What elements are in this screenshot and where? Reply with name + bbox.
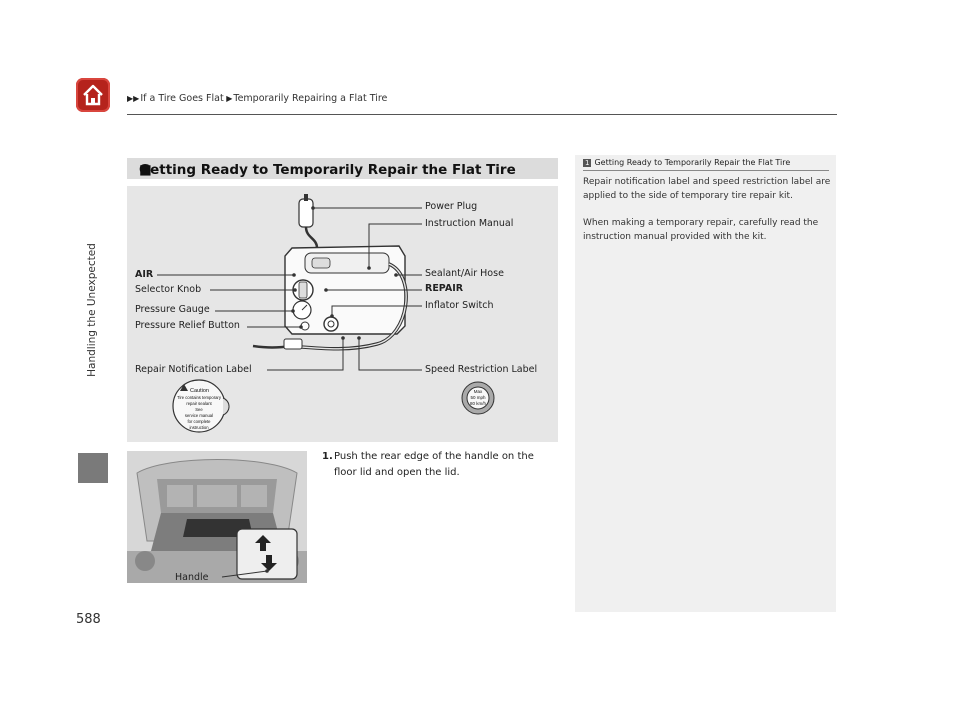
- cargo-area-illustration: [127, 451, 307, 583]
- svg-text:repair sealant: repair sealant: [186, 401, 212, 406]
- power-plug-icon: [298, 194, 319, 249]
- breadcrumb-item[interactable]: If a Tire Goes Flat: [140, 93, 224, 104]
- home-icon: [83, 84, 103, 106]
- breadcrumb-arrow-icon: ▶▶: [127, 94, 140, 103]
- header-divider: [127, 114, 837, 115]
- section-title: Getting Ready to Temporarily Repair the …: [139, 162, 516, 178]
- breadcrumb-item[interactable]: Temporarily Repairing a Flat Tire: [233, 93, 388, 104]
- svg-text:80 km/h: 80 km/h: [470, 401, 487, 406]
- svg-text:service manual: service manual: [185, 413, 213, 418]
- breadcrumb-arrow-icon: ▶: [223, 94, 233, 103]
- step-text: Push the rear edge of the handle on the …: [334, 451, 534, 478]
- repair-kit-illustration: Caution Tire contains temporary repair s…: [157, 194, 495, 433]
- note-paragraph: Repair notification label and speed rest…: [583, 177, 831, 201]
- label-pressure-gauge: Pressure Gauge: [135, 304, 210, 315]
- label-repair-notification: Repair Notification Label: [135, 364, 252, 375]
- svg-text:Tire contains temporary: Tire contains temporary: [177, 395, 222, 400]
- note-marker-icon: 1: [583, 159, 592, 167]
- breadcrumb: ▶▶If a Tire Goes Flat ▶Temporarily Repai…: [127, 93, 387, 104]
- label-repair: REPAIR: [425, 283, 464, 294]
- label-air: AIR: [135, 269, 154, 280]
- note-paragraph: When making a temporary repair, carefull…: [583, 218, 819, 242]
- repair-notification-sticker-icon: Caution Tire contains temporary repair s…: [172, 379, 230, 433]
- label-speed-restriction: Speed Restriction Label: [425, 364, 538, 375]
- step-1: 1. Push the rear edge of the handle on t…: [322, 449, 558, 481]
- label-sealant-air-hose: Sealant/Air Hose: [425, 268, 504, 279]
- svg-text:for complete: for complete: [187, 419, 211, 424]
- label-handle: Handle: [175, 572, 209, 583]
- svg-text:See: See: [195, 407, 203, 412]
- page-number: 588: [76, 612, 101, 627]
- label-selector-knob: Selector Knob: [135, 284, 202, 295]
- chapter-label: Handling the Unexpected: [86, 243, 98, 377]
- cargo-area-photo: Handle: [127, 451, 307, 583]
- label-power-plug: Power Plug: [425, 201, 478, 212]
- svg-text:instruction: instruction: [189, 425, 209, 430]
- speed-restriction-sticker-icon: Max 50 mph 80 km/h: [461, 381, 495, 415]
- chapter-tab[interactable]: [78, 453, 108, 483]
- label-inflator-switch: Inflator Switch: [425, 300, 494, 311]
- home-button[interactable]: [76, 78, 110, 112]
- svg-text:Max: Max: [474, 389, 483, 394]
- repair-kit-diagram: Caution Tire contains temporary repair s…: [127, 186, 558, 442]
- label-pressure-relief-button: Pressure Relief Button: [135, 320, 240, 331]
- section-heading: ■Getting Ready to Temporarily Repair the…: [127, 158, 558, 179]
- step-number: 1.: [322, 451, 333, 462]
- section-marker-icon: ■: [139, 162, 152, 178]
- label-instruction-manual: Instruction Manual: [425, 218, 514, 229]
- svg-text:50 mph: 50 mph: [470, 395, 486, 400]
- note-divider: [583, 170, 829, 171]
- note-panel: [575, 155, 836, 612]
- caution-sticker-title: Caution: [190, 388, 209, 394]
